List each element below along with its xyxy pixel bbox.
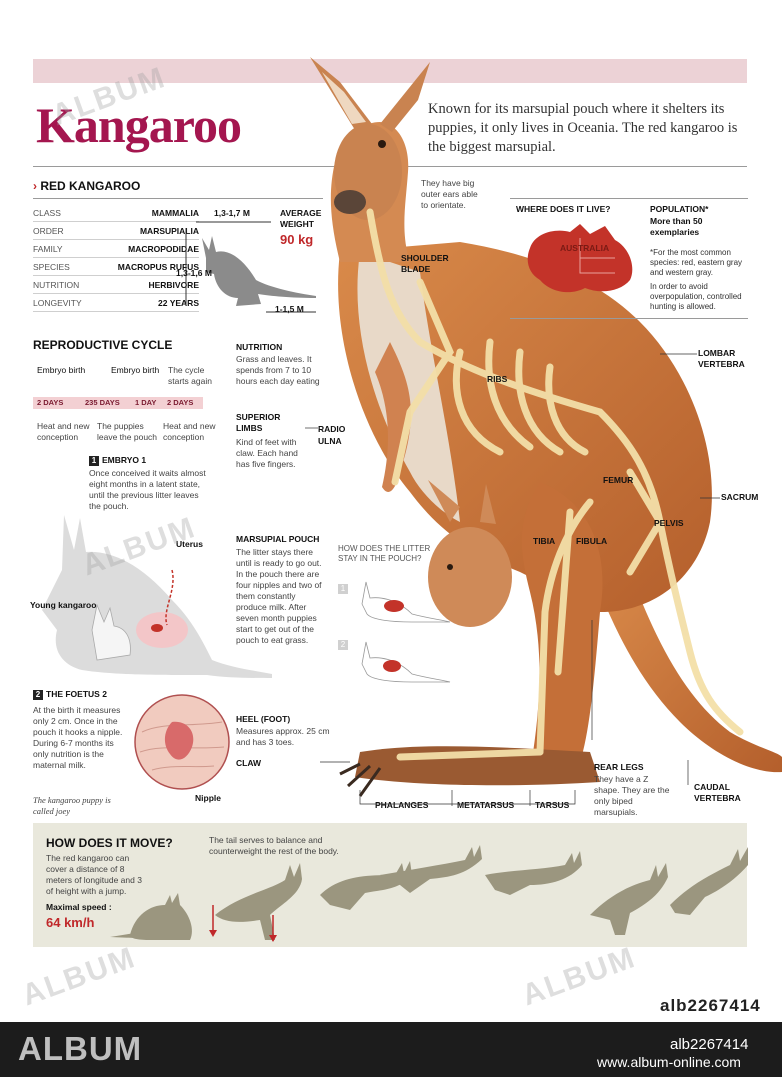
litter-step-2: 2 (338, 640, 348, 650)
kangaroo-illustration (310, 57, 782, 797)
where-divider (510, 198, 748, 199)
width-label: 1,3-1,7 M (214, 208, 250, 218)
rear-legs-heading: REAR LEGS (594, 762, 644, 772)
litter-step-1: 1 (338, 584, 348, 594)
repro-heading: REPRODUCTIVE CYCLE (33, 338, 173, 352)
pouch-heading: MARSUPIAL POUCH (236, 534, 320, 544)
weight-label: AVERAGE WEIGHT (280, 208, 322, 229)
pelvis-label: PELVIS (654, 518, 684, 528)
shoulder-blade-label: SHOULDER BLADE (401, 253, 449, 274)
top-band (33, 59, 747, 83)
lombar-label: LOMBAR VERTEBRA (698, 348, 745, 369)
footer-brand[interactable]: ALBUM (18, 1030, 143, 1067)
tibia-label: TIBIA (533, 536, 556, 546)
pouch-illustration (42, 515, 272, 678)
jump-sequence (110, 845, 748, 942)
footer-id: alb2267414 (670, 1036, 749, 1053)
phalanges-label: PHALANGES (375, 800, 429, 810)
embryo-text: Once conceived it waits almost eight mon… (89, 468, 206, 511)
radio-label: RADIO (318, 424, 346, 434)
uterus-label: Uterus (176, 539, 203, 549)
population-footnote: *For the most common species: red, easte… (650, 248, 743, 277)
repro-bottom-2: The puppies leave the pouch (97, 421, 158, 442)
image-id-top: alb2267414 (660, 996, 761, 1015)
population-value: More than 50 exemplaries (650, 216, 703, 237)
joey-note: The kangaroo puppy is called joey (33, 795, 111, 816)
footer-url[interactable]: www.album-online.com (597, 1054, 741, 1070)
cycle-bar-labels: 2 DAYS 235 DAYS 1 DAY 2 DAYS (37, 398, 194, 407)
red-kangaroo-heading: › RED KANGAROO (33, 179, 141, 193)
intro-text: Known for its marsupial pouch where it s… (428, 101, 738, 155)
repro-label-3: The cycle starts again (168, 365, 212, 386)
foetus-text: At the birth it measures only 2 cm. Once… (33, 705, 123, 770)
footer-bar (0, 1022, 782, 1077)
repro-label-2: Embryo birth (111, 365, 160, 375)
move-text: The red kangaroo can cover a distance of… (46, 853, 142, 896)
caudal-label: CAUDAL VERTEBRA (694, 782, 741, 803)
page-title: Kangaroo (36, 97, 242, 153)
cycle-bar (33, 397, 203, 409)
tail-note: The tail serves to balance and counterwe… (209, 835, 339, 856)
hunting-note: In order to avoid overpopulation, contro… (650, 282, 742, 311)
population-heading: POPULATION* (650, 204, 709, 214)
litter-diagram (361, 581, 451, 683)
superior-text: Kind of feet with claw. Each hand has fi… (236, 437, 298, 469)
heel-heading: HEEL (FOOT) (236, 714, 291, 724)
speed-value: 64 km/h (46, 915, 95, 930)
superior-heading: SUPERIOR LIMBS (236, 412, 281, 433)
ribs-label: RIBS (487, 374, 508, 384)
metatarsus-label: METATARSUS (457, 800, 515, 810)
map-label: AUSTRALIA (560, 243, 610, 253)
speed-label: Maximal speed : (46, 902, 112, 912)
nipple-label: Nipple (195, 793, 221, 803)
foetus-closeup (134, 694, 230, 790)
repro-label-1: Embryo birth (37, 365, 86, 375)
heel-text: Measures approx. 25 cm and has 3 toes. (236, 726, 330, 747)
tail-label: 1-1,5 M (275, 304, 304, 314)
australia-map (527, 224, 633, 293)
litter-question: HOW DOES THE LITTER STAY IN THE POUCH? (338, 544, 431, 563)
ears-note: They have big outer ears able to orienta… (421, 178, 478, 210)
where-heading: WHERE DOES IT LIVE? (516, 204, 611, 214)
nutrition-text: Grass and leaves. It spends from 7 to 10… (236, 354, 320, 386)
repro-bottom-1: Heat and new conception (37, 421, 90, 442)
move-heading: HOW DOES IT MOVE? (46, 836, 173, 850)
size-diagram (185, 221, 316, 313)
height-label: 1,3-1,6 M (176, 268, 212, 278)
tarsus-label: TARSUS (535, 800, 570, 810)
ulna-label: ULNA (318, 436, 342, 446)
nutrition-heading: NUTRITION (236, 342, 283, 352)
repro-bottom-3: Heat and new conception (163, 421, 216, 442)
sacrum-label: SACRUM (721, 492, 759, 502)
young-kangaroo-label: Young kangaroo (30, 600, 97, 610)
section-divider (33, 198, 323, 199)
rear-legs-text: They have a Z shape. They are the only b… (594, 774, 670, 817)
fibula-label: FIBULA (576, 536, 608, 546)
weight-value: 90 kg (280, 232, 314, 247)
pouch-text: The litter stays there until is ready to… (236, 547, 322, 645)
claw-label: CLAW (236, 758, 262, 768)
femur-label: FEMUR (603, 475, 634, 485)
where-bottom-divider (510, 318, 748, 319)
